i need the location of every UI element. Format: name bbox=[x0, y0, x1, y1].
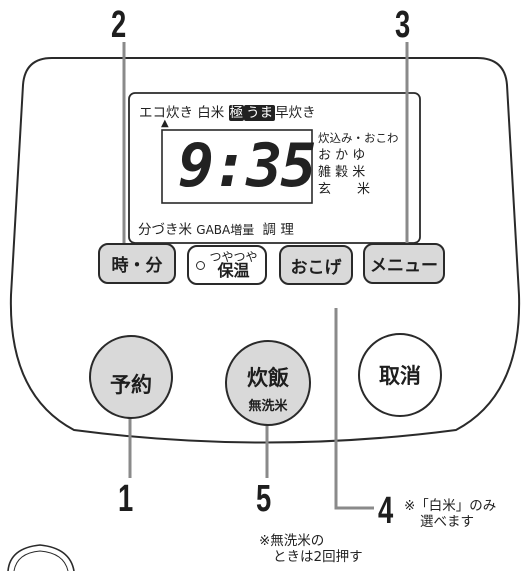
lcd-digit-window bbox=[161, 129, 313, 204]
suihan-musenmai-button[interactable]: 炊飯 無洗米 bbox=[225, 340, 311, 426]
callout-4: 4 bbox=[378, 490, 394, 532]
time-minute-label: 時・分 bbox=[111, 256, 163, 276]
hoon-label: 保温 bbox=[217, 261, 250, 280]
tsuyatsuya-label: つやつや bbox=[209, 250, 258, 264]
menu-zakkokumai: 雑 穀 米 bbox=[318, 165, 366, 180]
warm-indicator-dot bbox=[196, 260, 206, 270]
callout-3: 3 bbox=[395, 4, 411, 46]
yoyaku-label: 予約 bbox=[110, 373, 152, 397]
mode-chouri: 調 理 bbox=[262, 222, 294, 238]
callout-5: 5 bbox=[256, 478, 272, 520]
partial-badge-icon bbox=[7, 544, 75, 571]
menu-takikomi: 炊込み・おこわ bbox=[318, 131, 399, 145]
tsuyatsuya-keep-warm-button[interactable]: つやつや 保温 bbox=[187, 245, 267, 285]
note-4: ※「白米」のみ 選べます bbox=[404, 498, 497, 530]
note-5-line-1: ※無洗米の bbox=[259, 533, 325, 549]
mode-goku: 極 bbox=[228, 105, 245, 121]
mode-hayadaki: 早炊き bbox=[275, 105, 316, 121]
menu-button[interactable]: メニュー bbox=[363, 243, 445, 284]
note-5: ※無洗米の ときは2回押す bbox=[259, 533, 363, 565]
pointer-triangle-icon: ▲ bbox=[161, 118, 169, 129]
okoge-label: おこげ bbox=[290, 257, 342, 278]
tsuyatsuya-label-group: つやつや 保温 bbox=[209, 251, 257, 279]
lcd-menu-list: 炊込み・おこわ お か ゆ 雑 穀 米 玄 米 bbox=[318, 130, 399, 198]
mode-eco: エコ炊き bbox=[139, 105, 193, 121]
lcd-time: 9:35 bbox=[178, 131, 316, 201]
mode-hakumai: 白米 bbox=[197, 105, 225, 121]
note-5-line-2: ときは2回押す bbox=[273, 548, 363, 565]
mode-uma: うま bbox=[244, 105, 276, 121]
torikeshi-button[interactable]: 取消 bbox=[358, 333, 442, 417]
okoge-button[interactable]: おこげ bbox=[279, 245, 353, 285]
callout-2: 2 bbox=[111, 4, 127, 46]
mode-gaba: GABA増量 bbox=[196, 223, 255, 237]
note-4-line-2: 選べます bbox=[420, 513, 474, 530]
note-4-line-1: ※「白米」のみ bbox=[404, 498, 497, 514]
leader-line-4 bbox=[334, 308, 374, 510]
partial-badge-icon-inner bbox=[13, 550, 69, 571]
musenmai-label: 無洗米 bbox=[248, 399, 288, 414]
menu-okayu: お か ゆ bbox=[318, 148, 366, 163]
time-minute-button[interactable]: 時・分 bbox=[98, 243, 176, 284]
callout-1: 1 bbox=[118, 478, 134, 520]
lcd-bottom-modes: 分づき米 GABA増量 調 理 bbox=[138, 218, 294, 238]
menu-label: メニュー bbox=[370, 256, 438, 276]
mode-bunzuki: 分づき米 bbox=[138, 222, 192, 238]
suihan-label: 炊飯 bbox=[247, 366, 289, 390]
lcd-top-modes: エコ炊き 白米 極うま早炊き bbox=[139, 101, 316, 121]
torikeshi-label: 取消 bbox=[379, 364, 421, 388]
menu-genmai: 玄 米 bbox=[318, 182, 371, 197]
yoyaku-button[interactable]: 予約 bbox=[89, 335, 173, 419]
